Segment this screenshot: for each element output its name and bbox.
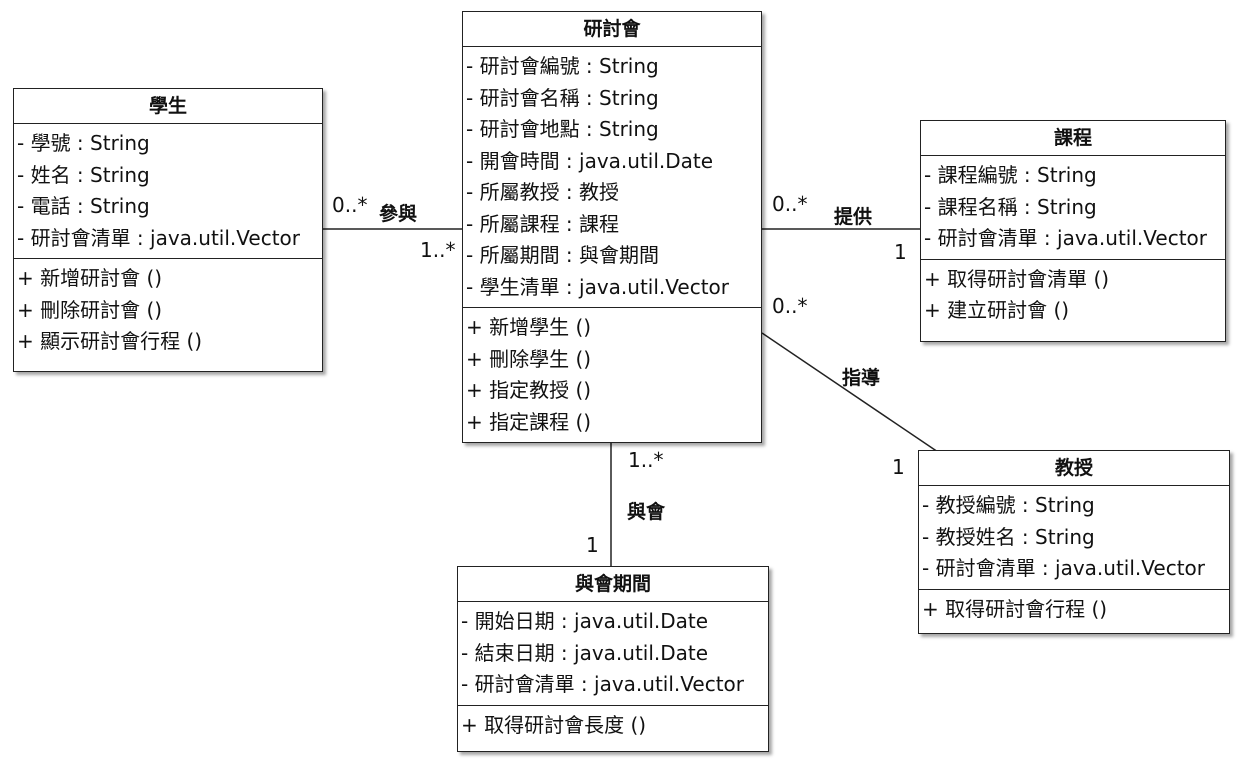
attribute: - 姓名 : String xyxy=(17,162,150,187)
participate-student-multiplicity: 0..* xyxy=(332,193,368,217)
operation: + 取得研討會長度 () xyxy=(461,712,647,737)
operation: + 指定課程 () xyxy=(466,409,592,434)
attribute: - 研討會地點 : String xyxy=(466,117,659,141)
attribute: - 研討會名稱 : String xyxy=(466,85,659,110)
operation: + 取得研討會行程 () xyxy=(922,596,1108,621)
class-professor[interactable]: 教授 - 教授編號 : String - 教授姓名 : String - 研討會… xyxy=(918,450,1230,634)
attribute: - 課程編號 : String xyxy=(924,163,1097,187)
participate-name: 參與 xyxy=(379,203,418,225)
attribute: - 教授編號 : String xyxy=(922,493,1095,517)
class-student[interactable]: 學生 - 學號 : String - 姓名 : String - 電話 : St… xyxy=(13,88,323,372)
class-period-operations: + 取得研討會長度 () xyxy=(458,704,768,746)
attribute: - 教授姓名 : String xyxy=(922,524,1095,549)
attribute: - 研討會清單 : java.util.Vector xyxy=(922,556,1206,580)
guide-seminar-multiplicity: 0..* xyxy=(772,294,808,318)
operation: + 取得研討會清單 () xyxy=(924,266,1110,291)
class-seminar[interactable]: 研討會 - 研討會編號 : String - 研討會名稱 : String - … xyxy=(462,11,762,443)
participate-seminar-multiplicity: 1..* xyxy=(420,238,456,262)
operation: + 刪除研討會 () xyxy=(17,297,163,322)
attribute: - 所屬期間 : 與會期間 xyxy=(466,243,660,267)
attend-period-multiplicity: 1 xyxy=(586,533,599,557)
attribute: - 研討會編號 : String xyxy=(466,54,659,78)
attribute: - 開會時間 : java.util.Date xyxy=(466,148,714,173)
attribute: - 所屬教授 : 教授 xyxy=(466,180,620,204)
attribute: - 開始日期 : java.util.Date xyxy=(461,609,709,633)
class-professor-attributes: - 教授編號 : String - 教授姓名 : String - 研討會清單 … xyxy=(919,486,1229,589)
operation: + 新增學生 () xyxy=(466,315,592,339)
attribute: - 研討會清單 : java.util.Vector xyxy=(17,225,301,250)
offer-seminar-multiplicity: 0..* xyxy=(772,192,808,216)
class-course-operations: + 取得研討會清單 () + 建立研討會 () xyxy=(921,258,1225,331)
attribute: - 學號 : String xyxy=(17,131,150,155)
class-professor-name: 教授 xyxy=(919,451,1229,486)
class-professor-operations: + 取得研討會行程 () xyxy=(919,588,1229,630)
attribute: - 學生清單 : java.util.Vector xyxy=(466,274,730,299)
operation: + 新增研討會 () xyxy=(17,266,163,290)
class-period-name: 與會期間 xyxy=(458,567,768,602)
class-course-attributes: - 課程編號 : String - 課程名稱 : String - 研討會清單 … xyxy=(921,156,1225,259)
class-period[interactable]: 與會期間 - 開始日期 : java.util.Date - 結束日期 : ja… xyxy=(457,566,769,752)
attribute: - 研討會清單 : java.util.Vector xyxy=(461,672,745,696)
operation: + 刪除學生 () xyxy=(466,346,592,371)
class-period-attributes: - 開始日期 : java.util.Date - 結束日期 : java.ut… xyxy=(458,602,768,705)
class-seminar-name: 研討會 xyxy=(463,12,761,47)
attribute: - 所屬課程 : 課程 xyxy=(466,211,620,236)
guide-professor-multiplicity: 1 xyxy=(892,455,905,479)
class-seminar-attributes: - 研討會編號 : String - 研討會名稱 : String - 研討會地… xyxy=(463,47,761,307)
class-seminar-operations: + 新增學生 () + 刪除學生 () + 指定教授 () + 指定課程 () xyxy=(463,307,761,442)
attribute: - 結束日期 : java.util.Date xyxy=(461,640,709,665)
operation: + 指定教授 () xyxy=(466,378,592,402)
class-course-name: 課程 xyxy=(921,121,1225,156)
class-student-name: 學生 xyxy=(14,89,322,124)
operation: + 顯示研討會行程 () xyxy=(17,329,203,353)
operation: + 建立研討會 () xyxy=(924,298,1070,322)
class-student-operations: + 新增研討會 () + 刪除研討會 () + 顯示研討會行程 () xyxy=(14,258,322,362)
class-student-attributes: - 學號 : String - 姓名 : String - 電話 : Strin… xyxy=(14,124,322,258)
attend-seminar-multiplicity: 1..* xyxy=(628,448,664,472)
attribute: - 研討會清單 : java.util.Vector xyxy=(924,226,1208,250)
offer-name: 提供 xyxy=(834,206,873,228)
attribute: - 課程名稱 : String xyxy=(924,194,1097,219)
attribute: - 電話 : String xyxy=(17,194,150,218)
class-course[interactable]: 課程 - 課程編號 : String - 課程名稱 : String - 研討會… xyxy=(920,120,1226,342)
attend-name: 與會 xyxy=(627,501,666,523)
offer-course-multiplicity: 1 xyxy=(894,240,907,264)
guide-line xyxy=(761,332,939,453)
guide-name: 指導 xyxy=(842,367,881,389)
